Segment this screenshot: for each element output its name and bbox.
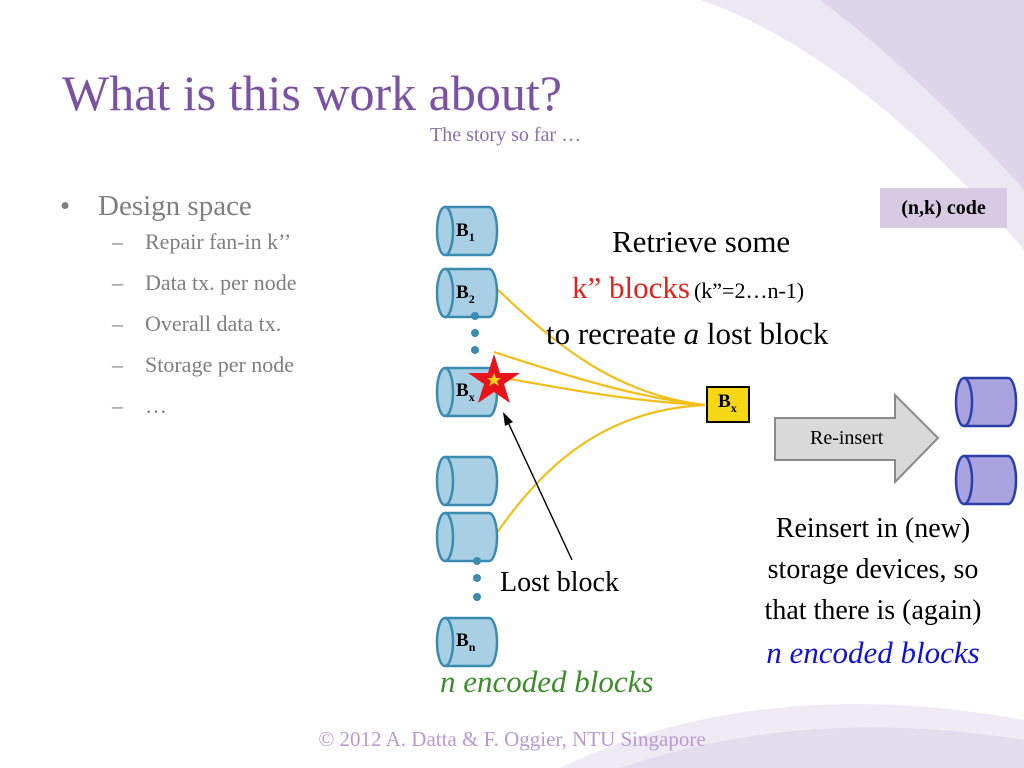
block-label-bx: Bx <box>456 380 475 405</box>
lost-block-label: Lost block <box>500 567 619 598</box>
reinsert-arrow-label: Re-insert <box>810 427 884 449</box>
sub-bullet: –Overall data tx. <box>112 311 297 352</box>
block-base: B <box>456 630 469 651</box>
vertical-ellipsis <box>471 312 481 601</box>
sub-bullet: –Repair fan-in k’’ <box>112 229 297 270</box>
retrieve-line-3-a: to recreate <box>546 316 676 351</box>
lost-block-pointer-arrow <box>503 412 573 561</box>
retrieve-line-2: k” blocks (k”=2…n-1) <box>572 270 804 306</box>
block-sub: x <box>730 400 737 415</box>
recreated-block-label: Bx <box>718 391 737 416</box>
dash-icon: – <box>112 270 123 295</box>
block-base: B <box>456 220 469 241</box>
block-label-b1: B1 <box>456 220 475 245</box>
block-sub: 2 <box>468 291 475 306</box>
sub-bullet: –… <box>112 393 297 434</box>
dash-icon: – <box>112 352 123 377</box>
sub-bullet-text: Data tx. per node <box>145 270 297 295</box>
sub-bullet: –Data tx. per node <box>112 270 297 311</box>
retrieve-line-3-italic: a <box>683 316 700 351</box>
sub-bullet-text: Overall data tx. <box>145 311 282 336</box>
lost-star-icon <box>468 354 520 403</box>
reinsert-line: storage devices, so <box>767 554 979 585</box>
dash-icon: – <box>112 229 123 254</box>
block-label-b2: B2 <box>456 282 475 307</box>
storage-cylinder <box>435 511 499 563</box>
retrieve-line-3-b: lost block <box>706 316 829 351</box>
block-label-bn: Bn <box>456 630 475 655</box>
slide-footer: © 2012 A. Datta & F. Oggier, NTU Singapo… <box>318 727 706 751</box>
storage-cylinder <box>435 455 499 507</box>
bullet-list: • Design space –Repair fan-in k’’ –Data … <box>60 190 297 434</box>
reinsert-encoded-blocks: n encoded blocks <box>766 635 980 670</box>
reinsert-line: Reinsert in (new) <box>775 513 971 544</box>
sub-bullet-text: Repair fan-in k’’ <box>145 229 292 254</box>
block-sub: x <box>468 389 475 404</box>
sub-bullet-text: … <box>145 393 167 418</box>
block-base: B <box>456 380 469 401</box>
block-sub: 1 <box>468 229 475 244</box>
recreated-block-box <box>706 386 750 423</box>
bullet-main: • Design space <box>60 190 297 223</box>
new-storage-cylinder <box>954 454 1018 506</box>
slide-subtitle: The story so far … <box>430 124 582 146</box>
retrieve-k-range: (k”=2…n-1) <box>693 278 805 303</box>
bullet-dot-icon: • <box>60 190 71 222</box>
dash-icon: – <box>112 311 123 336</box>
reinsert-arrow-shape <box>774 392 940 485</box>
dash-icon: – <box>112 393 123 418</box>
reinsert-description: Reinsert in (new) storage devices, so th… <box>730 508 1016 675</box>
block-base: B <box>718 391 731 412</box>
sub-bullet-text: Storage per node <box>145 352 295 377</box>
sub-bullet: –Storage per node <box>112 352 297 393</box>
code-tag: (n,k) code <box>880 188 1007 228</box>
fan-in-lines <box>493 285 706 538</box>
reinsert-line: that there is (again) <box>764 595 982 626</box>
block-base: B <box>456 282 469 303</box>
retrieve-line-1: Retrieve some <box>612 224 791 259</box>
bullet-main-text: Design space <box>98 190 252 222</box>
new-storage-cylinder <box>954 376 1018 428</box>
slide-title: What is this work about? <box>62 65 562 121</box>
retrieve-line-3: to recreate a lost block <box>546 316 828 352</box>
left-encoded-blocks: n encoded blocks <box>440 664 654 699</box>
block-sub: n <box>468 639 476 654</box>
retrieve-k-blocks: k” blocks <box>572 270 690 305</box>
